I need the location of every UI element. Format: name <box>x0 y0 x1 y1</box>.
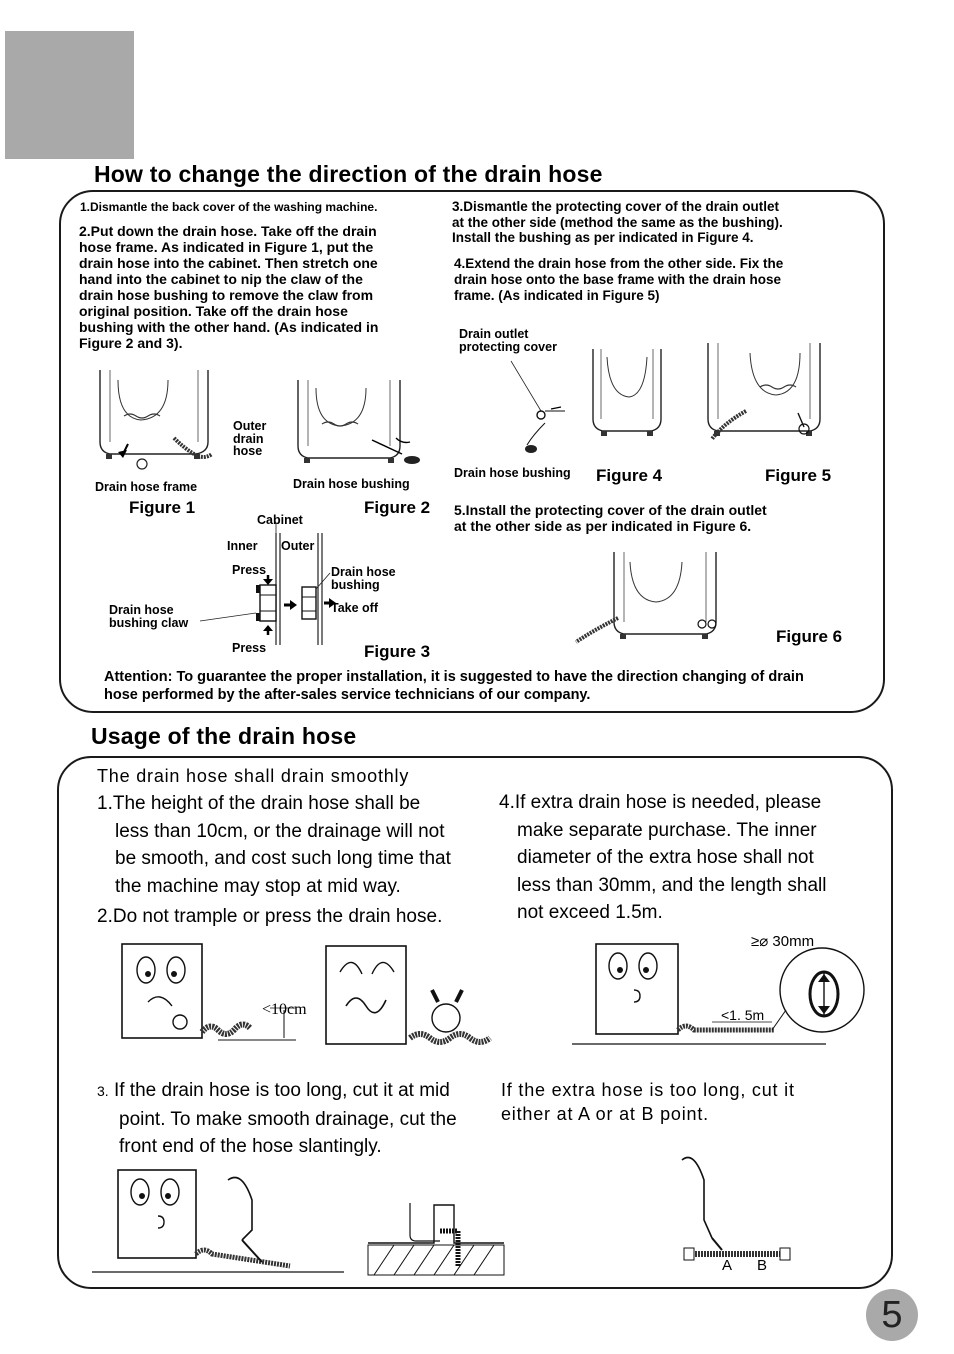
label-press-top: Press <box>232 563 267 577</box>
label-point-a: A <box>722 1257 733 1274</box>
attention-text: Attention: To guarantee the proper insta… <box>104 669 804 703</box>
cartoon-extra-hose-illustration <box>572 943 865 1045</box>
step-3-text: 3.Dismantle the protecting cover of the … <box>452 199 783 245</box>
section-title-drain-direction: How to change the direction of the drain… <box>94 161 603 187</box>
step-4-text: 4.Extend the drain hose from the other s… <box>454 256 784 303</box>
usage-item-1: 1.The height of the drain hose shall be … <box>97 793 451 897</box>
label-take-off: Take off <box>331 601 378 615</box>
panel-drain-direction <box>59 190 885 713</box>
figure-4-caption: Figure 4 <box>596 466 663 485</box>
chapter-tab <box>5 31 134 159</box>
figure-5-illustration <box>707 343 821 441</box>
usage-item-3: 3. If the drain hose is too long, cut it… <box>97 1080 457 1157</box>
step-1-text: 1.Dismantle the back cover of the washin… <box>80 200 378 214</box>
figure-1-caption: Figure 1 <box>129 498 196 517</box>
usage-item-2: 2.Do not trample or press the drain hose… <box>97 906 443 927</box>
label-drain-hose-frame: Drain hose frame <box>95 480 198 494</box>
label-press-bottom: Press <box>232 641 267 655</box>
label-drain-outlet-cover: Drain outlet protecting cover <box>459 327 557 354</box>
cartoon-cut-illustration <box>92 1169 344 1273</box>
usage-extra-cut: If the extra hose is too long, cut it ei… <box>501 1080 795 1124</box>
label-point-b: B <box>757 1257 768 1274</box>
figure-6-caption: Figure 6 <box>776 627 843 646</box>
usage-intro: The drain hose shall drain smoothly <box>97 766 410 786</box>
figure-2-illustration <box>297 380 420 464</box>
usage-item-4: 4.If extra drain hose is needed, please … <box>499 792 827 923</box>
label-outer: Outer <box>281 539 315 553</box>
page-number: 5 <box>866 1289 918 1341</box>
cartoon-height-illustration <box>121 943 296 1041</box>
label-bushing: Drain hose bushing <box>331 565 396 592</box>
cartoon-cut-ab-illustration <box>681 1156 791 1261</box>
label-drain-hose-bushing: Drain hose bushing <box>293 477 410 491</box>
cartoon-slant-cut-illustration <box>367 1203 505 1276</box>
step-5-text: 5.Install the protecting cover of the dr… <box>454 502 767 534</box>
cartoon-trample-illustration <box>325 945 492 1045</box>
figure-3-caption: Figure 3 <box>364 642 431 661</box>
label-outer-drain-hose: Outer drain hose <box>233 419 267 458</box>
section-title-usage: Usage of the drain hose <box>91 723 357 749</box>
figure-3-illustration <box>199 523 336 645</box>
step-2-text: 2.Put down the drain hose. Take off the … <box>79 223 379 351</box>
figure-4-illustration <box>510 349 662 453</box>
label-drain-hose-bushing-4: Drain hose bushing <box>454 466 571 480</box>
label-cabinet: Cabinet <box>257 513 303 527</box>
label-bushing-claw: Drain hose bushing claw <box>109 603 189 630</box>
figure-2-caption: Figure 2 <box>364 498 431 517</box>
label-inner: Inner <box>227 539 258 553</box>
label-length: <1. 5m <box>721 1007 765 1023</box>
figure-1-illustration <box>99 370 214 470</box>
figure-6-illustration <box>574 552 717 644</box>
label-diameter: ≥⌀ 30mm <box>751 933 815 950</box>
label-height: <10cm <box>262 1001 307 1018</box>
figure-5-caption: Figure 5 <box>765 466 832 485</box>
